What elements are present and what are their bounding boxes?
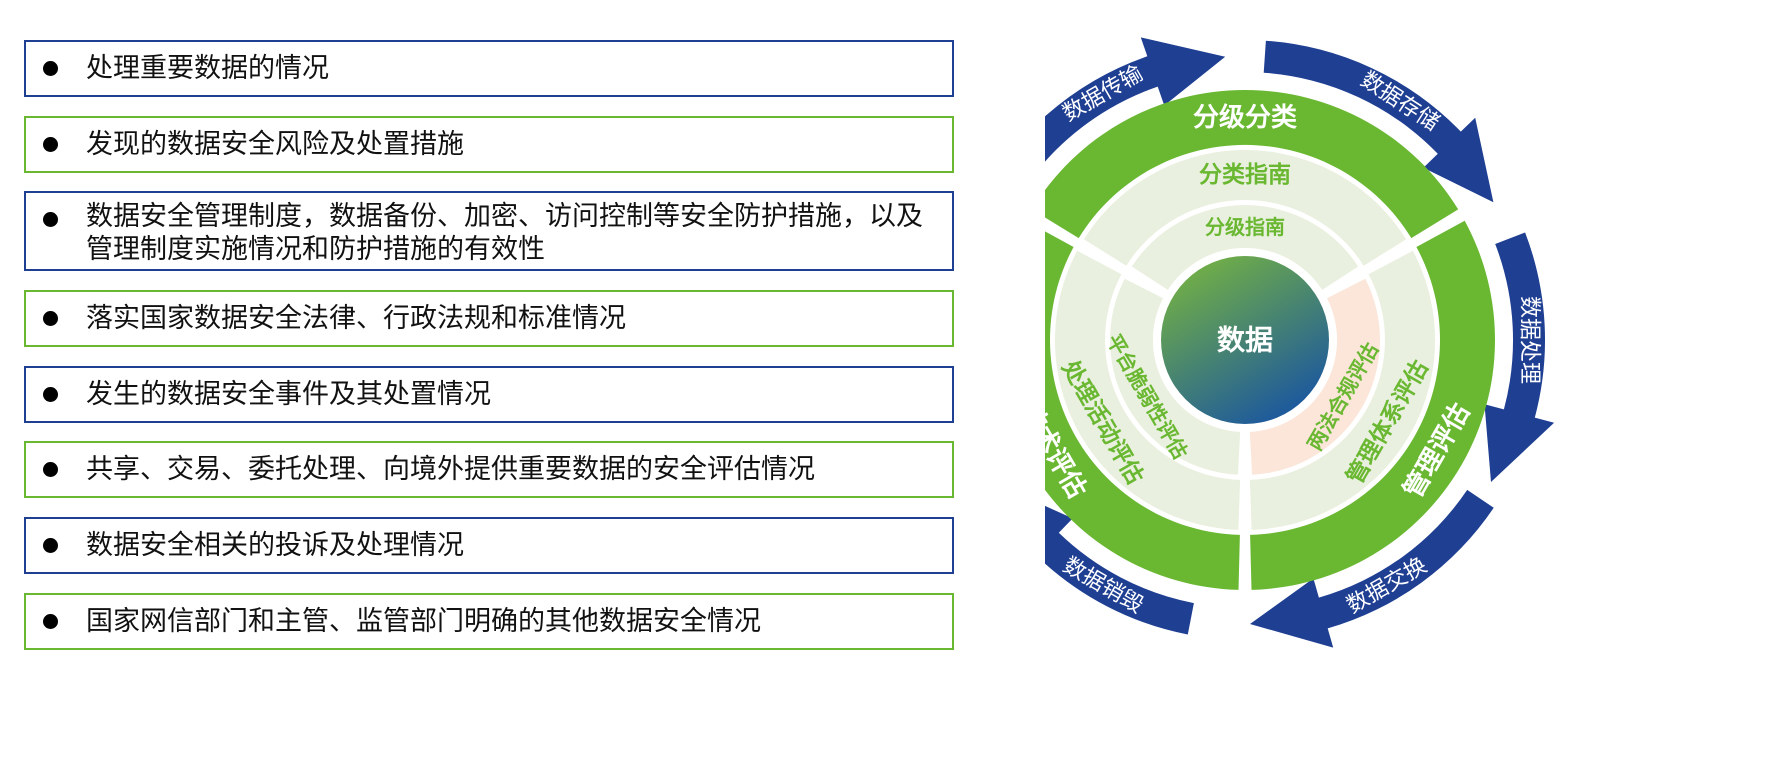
lifecycle-wheel: 数据数据传输数据存储数据处理数据交换数据销毁数据采集分级分类分类指南分级指南管理… [1045,37,1555,648]
sector-outer-band-2 [1250,220,1495,590]
bullet-dot [43,311,58,326]
sector-inner-band-3 [1109,278,1241,475]
list-item-6: 共享、交易、委托处理、向境外提供重要数据的安全评估情况 [24,441,954,498]
list-item-text: 发生的数据安全事件及其处置情况 [86,379,491,410]
lifecycle-arrow-2 [1263,40,1494,203]
sector-inner-band-1 [1131,205,1359,290]
bullet-dot [43,387,58,402]
list-item-4: 落实国家数据安全法律、行政法规和标准情况 [24,290,954,347]
list-item-text: 发现的数据安全风险及处置措施 [86,129,464,160]
sector-middle-band-2 [1249,250,1436,530]
list-item-2: 发现的数据安全风险及处置措施 [24,116,954,173]
list-item-text: 数据安全管理制度，数据备份、加密、访问控制等安全防护措施，以及管理制度实施情况和… [86,201,923,265]
center-label: 数据 [1217,324,1273,357]
lifecycle-arrow-5 [1045,505,1194,635]
sector-outer-band-1 [1045,90,1459,239]
bullet-dot [43,614,58,629]
list-item-text: 处理重要数据的情况 [86,53,329,84]
list-item-text: 共享、交易、委托处理、向境外提供重要数据的安全评估情况 [86,454,815,485]
list-item-1: 处理重要数据的情况 [24,40,954,97]
lifecycle-arrow-3 [1484,232,1555,482]
sector-outer-band-3 [1045,231,1240,590]
lifecycle-arrow-4 [1250,489,1494,648]
bullet-dot [43,137,58,152]
list-item-5: 发生的数据安全事件及其处置情况 [24,366,954,423]
list-item-text: 数据安全相关的投诉及处理情况 [86,530,464,561]
bullet-dot [43,462,58,477]
list-item-3: 数据安全管理制度，数据备份、加密、访问控制等安全防护措施，以及管理制度实施情况和… [24,191,954,271]
list-item-7: 数据安全相关的投诉及处理情况 [24,517,954,574]
list-item-8: 国家网信部门和主管、监管部门明确的其他数据安全情况 [24,593,954,650]
sector-middle-band-3 [1054,250,1241,530]
list-item-text: 落实国家数据安全法律、行政法规和标准情况 [86,303,626,334]
lifecycle-label-3: 数据处理 [1517,296,1542,384]
bullet-dot [43,538,58,553]
bullet-dot [43,61,58,76]
sector-outer-label-1: 分级分类 [1193,102,1297,133]
sector-inner-band-2 [1249,278,1381,475]
lifecycle-arrow-1 [1045,37,1226,162]
bullet-dot [43,212,58,227]
sector-middle-band-1 [1083,150,1407,266]
list-item-text: 国家网信部门和主管、监管部门明确的其他数据安全情况 [86,606,761,637]
assessment-item-list: 处理重要数据的情况 发现的数据安全风险及处置措施 数据安全管理制度，数据备份、加… [24,0,984,772]
sector-middle-label-1: 分类指南 [1199,162,1291,188]
data-lifecycle-diagram: 数据数据传输数据存储数据处理数据交换数据销毁数据采集分级分类分类指南分级指南管理… [1045,15,1765,765]
data-core-circle [1161,256,1329,424]
sector-inner-label-1: 分级指南 [1205,215,1285,239]
